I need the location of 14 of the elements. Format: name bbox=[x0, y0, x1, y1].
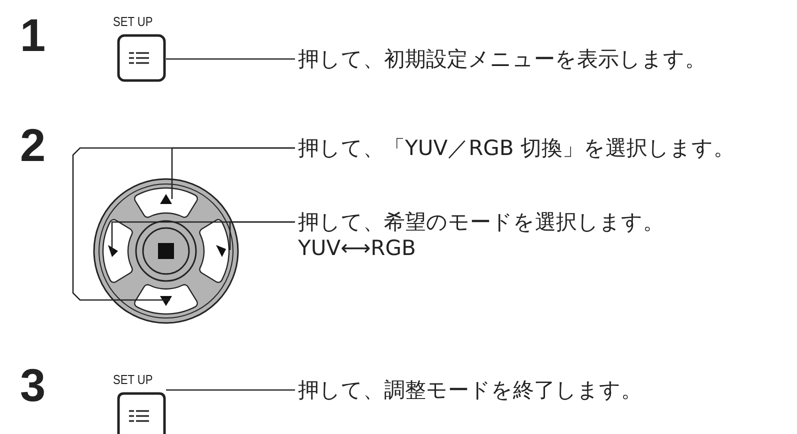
button-caption: SET UP bbox=[113, 372, 153, 387]
leader-line bbox=[166, 389, 295, 391]
step-number: 2 bbox=[20, 122, 46, 168]
leader-line bbox=[229, 221, 295, 250]
button-caption: SET UP bbox=[113, 14, 153, 29]
leader-line bbox=[166, 58, 295, 60]
instruction-text: 押して、初期設定メニューを表示します。 bbox=[298, 46, 706, 72]
instruction-text: 押して、調整モードを終了します。 bbox=[298, 377, 642, 403]
leader-line bbox=[72, 147, 295, 301]
instruction-text: 押して、「YUV／RGB 切換」を選択します。 bbox=[298, 135, 735, 161]
instruction-text: 押して、希望のモードを選択します。 bbox=[298, 209, 664, 235]
step-number: 3 bbox=[20, 362, 46, 408]
step-number: 1 bbox=[20, 12, 46, 58]
instruction-text: YUV⟷RGB bbox=[298, 235, 416, 261]
